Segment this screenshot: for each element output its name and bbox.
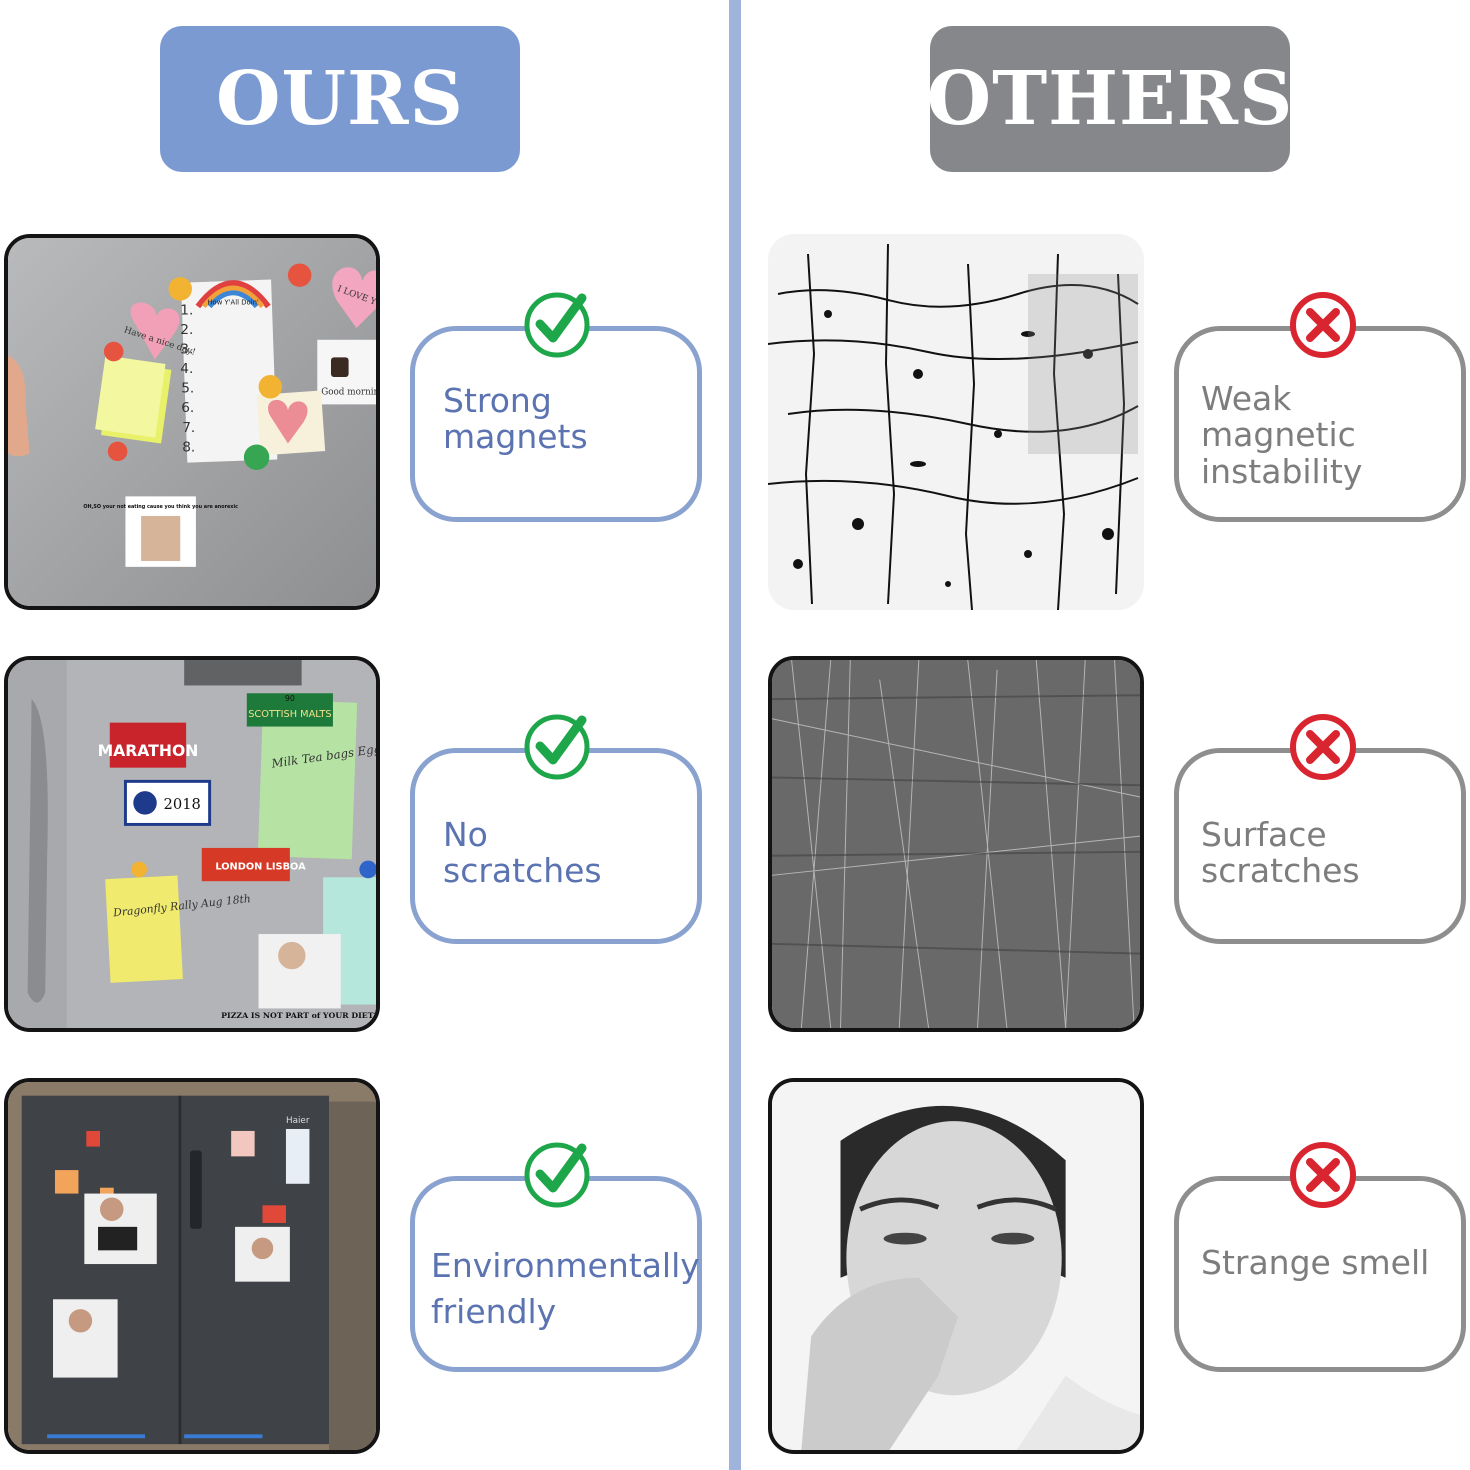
haier-logo-text: Haier bbox=[286, 1116, 310, 1126]
woman-smell-photo bbox=[768, 1078, 1144, 1454]
issue-label-line1: Weak magnetic bbox=[1201, 379, 1356, 455]
fridge-magnets-photo: 1. 2. 3. 4. 5. 6. 7. 8. How Y'All Doin' … bbox=[4, 234, 380, 610]
marathon-sticker-text: MARATHON bbox=[98, 741, 199, 760]
list-num: 5. bbox=[181, 381, 194, 397]
list-num: 6. bbox=[181, 400, 194, 416]
list-num: 8. bbox=[182, 439, 195, 455]
x-circle-icon bbox=[1288, 1140, 1358, 1210]
ours-header: OURS bbox=[160, 26, 520, 172]
london-sticker-text: LONDON LISBOA bbox=[215, 861, 306, 872]
feature-label-line2: friendly bbox=[431, 1291, 557, 1331]
others-header-label: OTHERS bbox=[926, 56, 1294, 142]
ours-header-label: OURS bbox=[216, 56, 464, 142]
feature-label-line1: Environmentally bbox=[431, 1246, 700, 1285]
check-circle-icon bbox=[522, 710, 592, 780]
scratched-surface-photo bbox=[768, 656, 1144, 1032]
issue-label-line1: Surface bbox=[1201, 815, 1327, 854]
list-num: 3. bbox=[180, 341, 193, 357]
list-num: 7. bbox=[182, 420, 195, 436]
cracked-surface-photo bbox=[768, 234, 1144, 610]
x-circle-icon bbox=[1288, 290, 1358, 360]
fridge-stickers-photo: MARATHON 2018 SCOTTISH MALTS 90 Milk Tea… bbox=[4, 656, 380, 1032]
x-circle-icon bbox=[1288, 712, 1358, 782]
issue-card-strange-smell: Strange smell bbox=[1174, 1176, 1466, 1372]
dark-fridge-photo: Haier bbox=[4, 1078, 380, 1454]
feature-label-line2: magnets bbox=[443, 417, 588, 457]
issue-label-line2: instability bbox=[1201, 451, 1363, 491]
feature-label-line1: No bbox=[443, 815, 488, 854]
rac-year-text: 2018 bbox=[164, 796, 201, 813]
small-sticker-text: OH,SO your not eating cause you think yo… bbox=[83, 504, 238, 510]
coffee-note-text: Good morning bbox=[321, 388, 376, 398]
note-list: 1. 2. 3. 4. 5. 6. 7. 8. bbox=[180, 302, 195, 455]
list-num: 1. bbox=[180, 302, 193, 318]
issue-label-line1: Strange smell bbox=[1201, 1243, 1430, 1282]
others-header: OTHERS bbox=[927, 26, 1292, 172]
feature-label-line2: scratches bbox=[443, 851, 602, 891]
list-num: 4. bbox=[180, 361, 193, 377]
check-circle-icon bbox=[522, 1138, 592, 1208]
feature-card-strong-magnets: Strong magnets bbox=[410, 326, 702, 522]
issue-card-weak-magnetic: Weak magnetic instability bbox=[1174, 326, 1466, 522]
feature-card-eco-friendly: Environmentally friendly bbox=[410, 1176, 702, 1372]
rainbow-sticker-text: How Y'All Doin' bbox=[207, 299, 259, 307]
list-num: 2. bbox=[180, 322, 193, 338]
scottish-number-text: 90 bbox=[285, 694, 295, 703]
pizza-sticker-text: PIZZA IS NOT PART of YOUR DIET? bbox=[221, 1011, 376, 1020]
check-circle-icon bbox=[522, 288, 592, 358]
feature-label-line1: Strong bbox=[443, 381, 552, 420]
scottish-sticker-text: SCOTTISH MALTS bbox=[248, 709, 331, 720]
issue-label-line2: scratches bbox=[1201, 851, 1360, 891]
center-divider bbox=[729, 0, 741, 1470]
